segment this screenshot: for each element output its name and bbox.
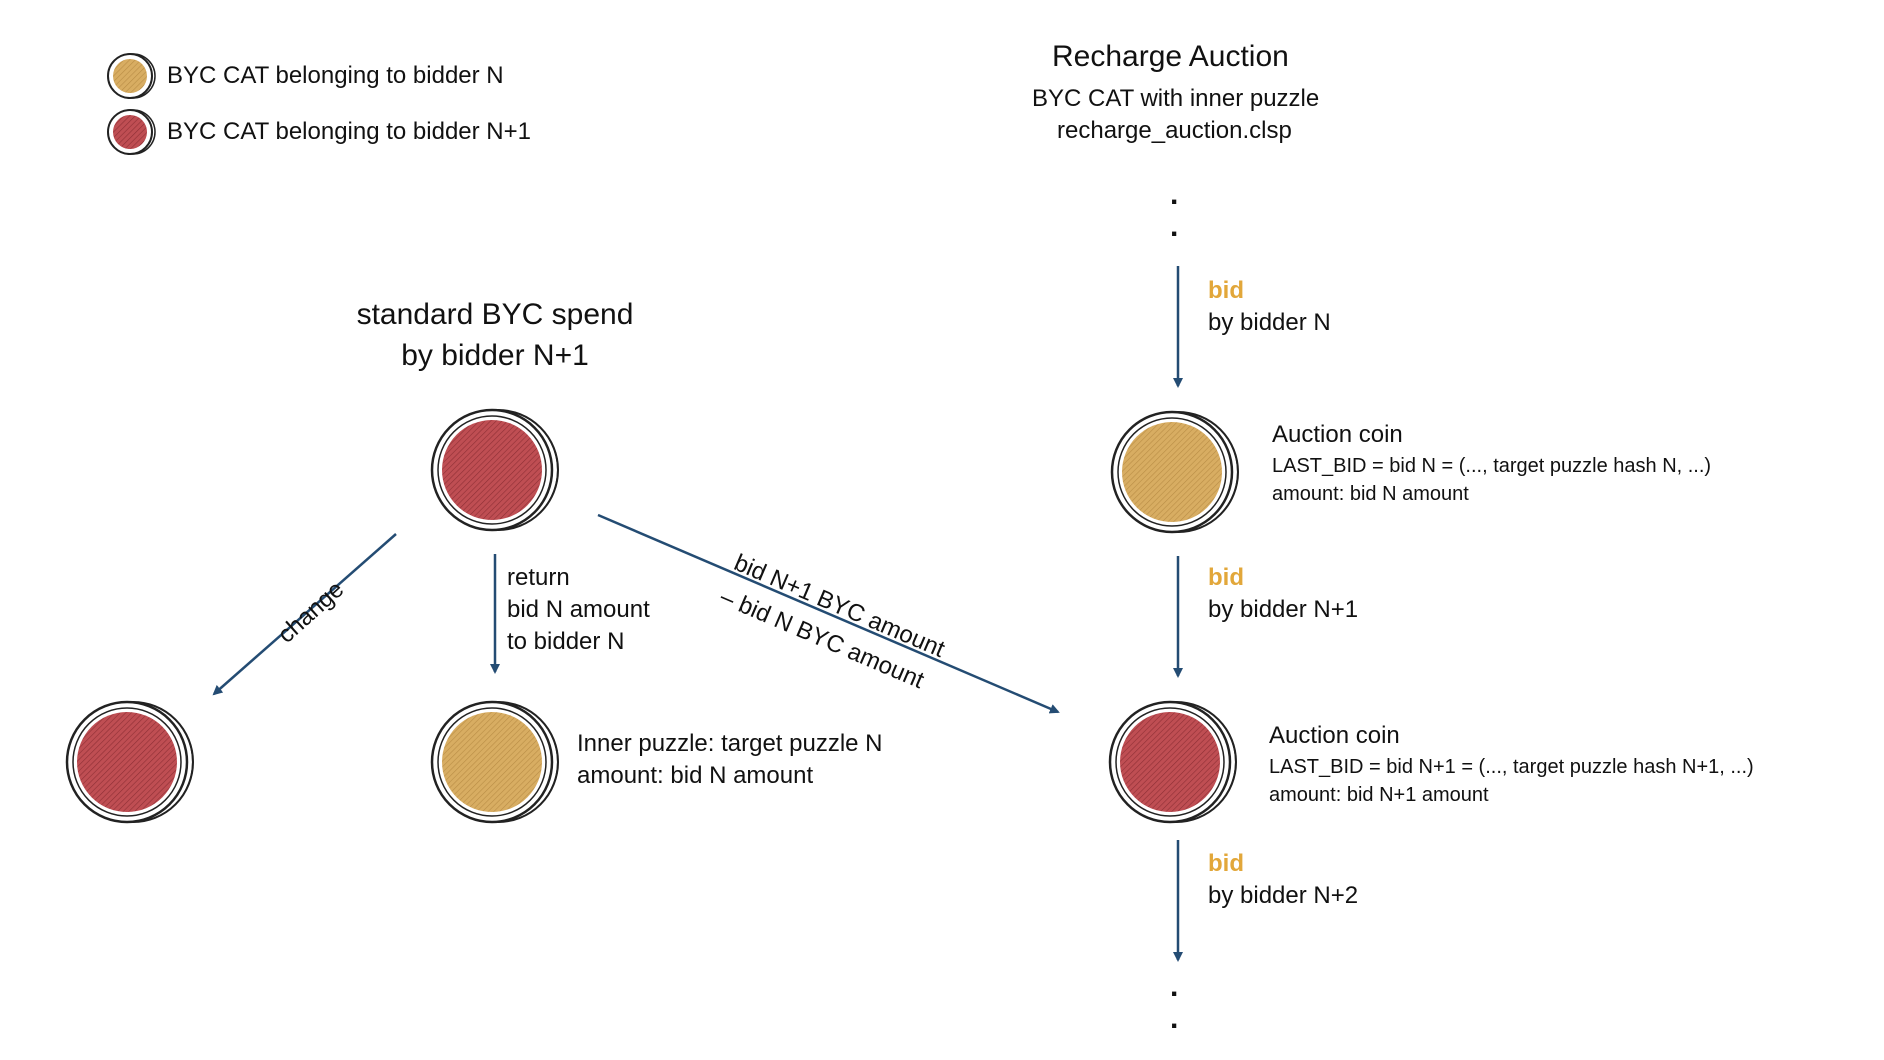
auction-coin-gold	[1110, 410, 1240, 534]
return-label-line2: bid N amount	[507, 596, 650, 623]
coin1-amount: amount: bid N amount	[1272, 483, 1469, 505]
dots-top-1: .	[1170, 178, 1179, 211]
spend-coin-red	[430, 408, 560, 532]
coin2-title: Auction coin	[1269, 722, 1400, 749]
coin2-last-bid: LAST_BID = bid N+1 = (..., target puzzle…	[1269, 756, 1754, 778]
arrow-change	[212, 533, 397, 696]
dots-bottom-1: .	[1170, 970, 1179, 1003]
spend-title-line2: by bidder N+1	[401, 339, 589, 372]
arrow-to-auction	[597, 513, 1060, 714]
return-label-line1: return	[507, 564, 570, 591]
step1-by-label: by bidder N	[1208, 309, 1331, 336]
step2-by-label: by bidder N+1	[1208, 596, 1359, 623]
dots-bottom-2: .	[1170, 1002, 1179, 1035]
spend-title-line1: standard BYC spend	[356, 298, 634, 331]
inner-puzzle-line1: Inner puzzle: target puzzle N	[577, 730, 883, 757]
coin1-title: Auction coin	[1272, 421, 1403, 448]
auction-subtitle-1: BYC CAT with inner puzzle	[1032, 85, 1320, 112]
step3-by-label: by bidder N+2	[1208, 882, 1359, 909]
dots-top-2: .	[1170, 210, 1179, 243]
change-coin-red	[65, 700, 195, 824]
auction-title: Recharge Auction	[1052, 40, 1289, 73]
inner-puzzle-line2: amount: bid N amount	[577, 762, 814, 789]
step1-bid-label: bid	[1208, 277, 1244, 304]
legend-gold-coin-icon	[107, 53, 156, 99]
legend-gold-label: BYC CAT belonging to bidder N	[167, 62, 504, 89]
return-label-line3: to bidder N	[507, 628, 625, 655]
legend-red-coin-icon	[107, 109, 156, 155]
coin2-amount: amount: bid N+1 amount	[1269, 784, 1489, 806]
step2-bid-label: bid	[1208, 564, 1244, 591]
legend-red-label: BYC CAT belonging to bidder N+1	[167, 118, 531, 145]
auction-coin-red	[1108, 700, 1238, 824]
step3-bid-label: bid	[1208, 850, 1244, 877]
coin1-last-bid: LAST_BID = bid N = (..., target puzzle h…	[1272, 455, 1712, 477]
returned-coin-gold	[430, 700, 560, 824]
auction-subtitle-2: recharge_auction.clsp	[1057, 117, 1292, 144]
